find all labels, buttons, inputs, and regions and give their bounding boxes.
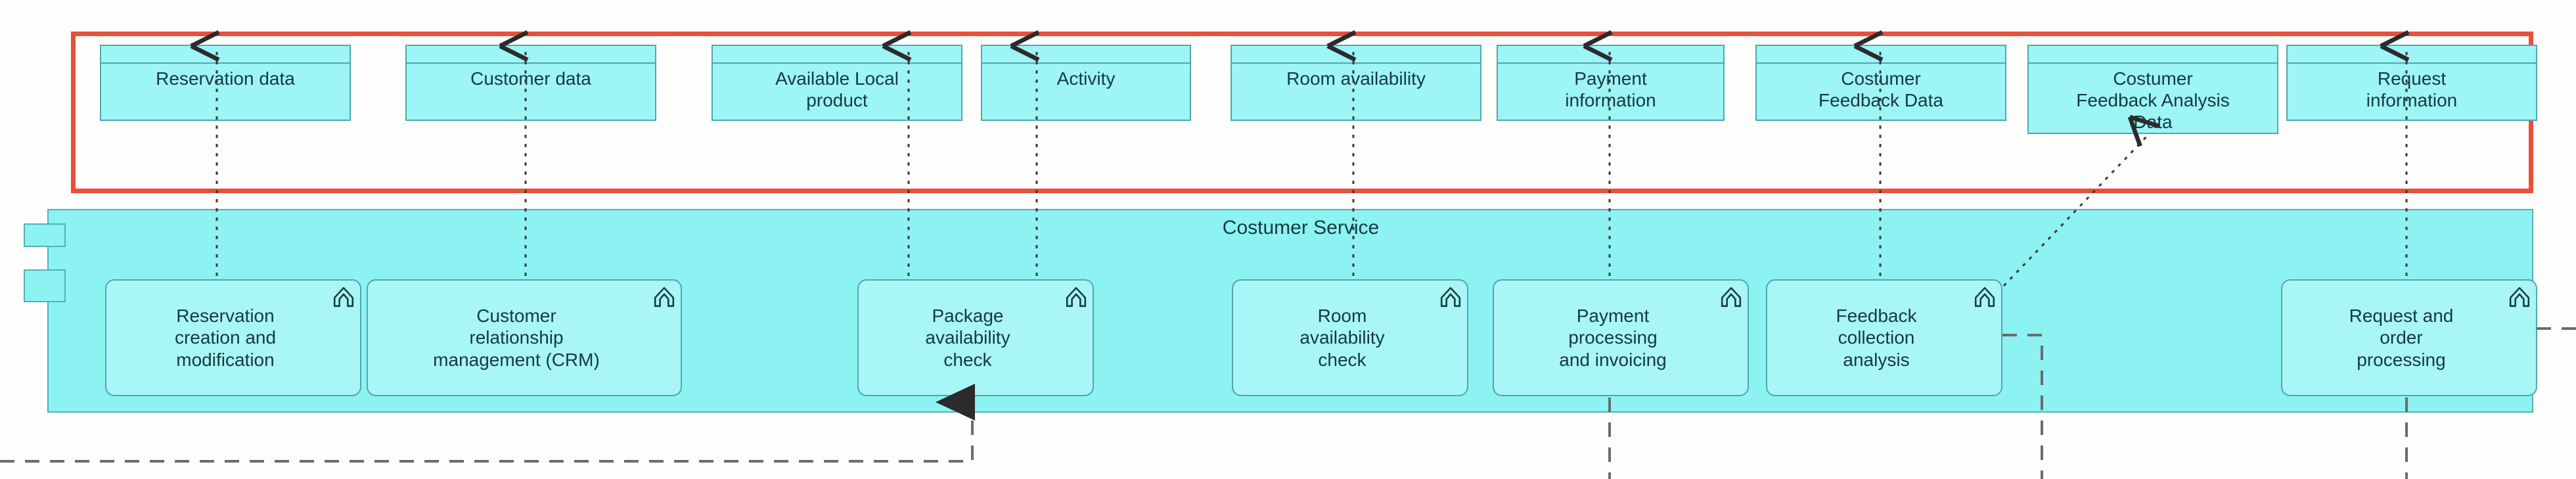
data-object-label: Costumer Feedback Data <box>1819 68 1943 111</box>
business-function-icon <box>2508 286 2531 308</box>
business-function-icon <box>332 286 355 308</box>
function-box-label: Customer relationship management (CRM) <box>433 305 600 370</box>
data-object-header-band <box>1757 46 2005 64</box>
business-function-icon <box>1974 286 1996 308</box>
business-function-icon <box>1065 286 1087 308</box>
data-object-label: Reservation data <box>156 68 295 89</box>
data-object-costumer-feedback-data[interactable]: Costumer Feedback Data <box>1755 45 2006 121</box>
function-box-feedback-collection-analysis[interactable]: Feedback collection analysis <box>1766 279 2002 396</box>
business-function-icon <box>1439 286 1462 308</box>
data-object-payment-information[interactable]: Payment information <box>1497 45 1725 121</box>
service-band-title: Costumer Service <box>1222 217 1380 239</box>
function-box-customer-relationship-management[interactable]: Customer relationship management (CRM) <box>367 279 682 396</box>
data-object-request-information[interactable]: Request information <box>2286 45 2537 121</box>
data-object-activity[interactable]: Activity <box>981 45 1191 121</box>
data-object-label: Activity <box>1056 68 1116 89</box>
function-box-label: Feedback collection analysis <box>1836 305 1917 370</box>
service-band-tab-upper[interactable] <box>24 223 66 247</box>
function-box-reservation-creation-and-modification[interactable]: Reservation creation and modification <box>105 279 361 396</box>
function-box-package-availability-check[interactable]: Package availability check <box>857 279 1094 396</box>
business-function-icon <box>1720 286 1742 308</box>
function-box-request-and-order-processing[interactable]: Request and order processing <box>2281 279 2537 396</box>
data-object-customer-data[interactable]: Customer data <box>405 45 656 121</box>
data-object-costumer-feedback-analysis[interactable]: Costumer Feedback Analysis Data <box>2027 45 2278 134</box>
data-object-header-band <box>982 46 1190 64</box>
data-object-reservation-data[interactable]: Reservation data <box>100 45 351 121</box>
data-object-label: Room availability <box>1286 68 1426 89</box>
data-object-header-band <box>2029 46 2277 64</box>
function-box-label: Room availability check <box>1299 305 1385 370</box>
function-box-label: Reservation creation and modification <box>174 305 277 370</box>
data-object-label: Request information <box>2366 68 2458 111</box>
data-object-header-band <box>407 46 655 64</box>
data-object-label: Costumer Feedback Analysis Data <box>2076 68 2230 133</box>
function-box-label: Package availability check <box>925 305 1010 370</box>
data-object-header-band <box>713 46 961 64</box>
service-band-tab-lower[interactable] <box>24 269 66 302</box>
function-box-label: Payment processing and invoicing <box>1559 305 1667 370</box>
data-object-header-band <box>101 46 350 64</box>
data-object-room-availability[interactable]: Room availability <box>1231 45 1481 121</box>
data-object-header-band <box>2288 46 2536 64</box>
function-box-label: Request and order processing <box>2349 305 2454 370</box>
business-function-icon <box>653 286 675 308</box>
function-box-payment-processing-and-invoicing[interactable]: Payment processing and invoicing <box>1493 279 1749 396</box>
data-object-header-band <box>1232 46 1480 64</box>
data-object-available-local-product[interactable]: Available Local product <box>712 45 962 121</box>
data-object-header-band <box>1498 46 1723 64</box>
function-box-room-availability-check[interactable]: Room availability check <box>1232 279 1468 396</box>
data-object-label: Available Local product <box>775 68 899 111</box>
data-object-label: Payment information <box>1565 68 1656 111</box>
data-object-label: Customer data <box>470 68 591 89</box>
